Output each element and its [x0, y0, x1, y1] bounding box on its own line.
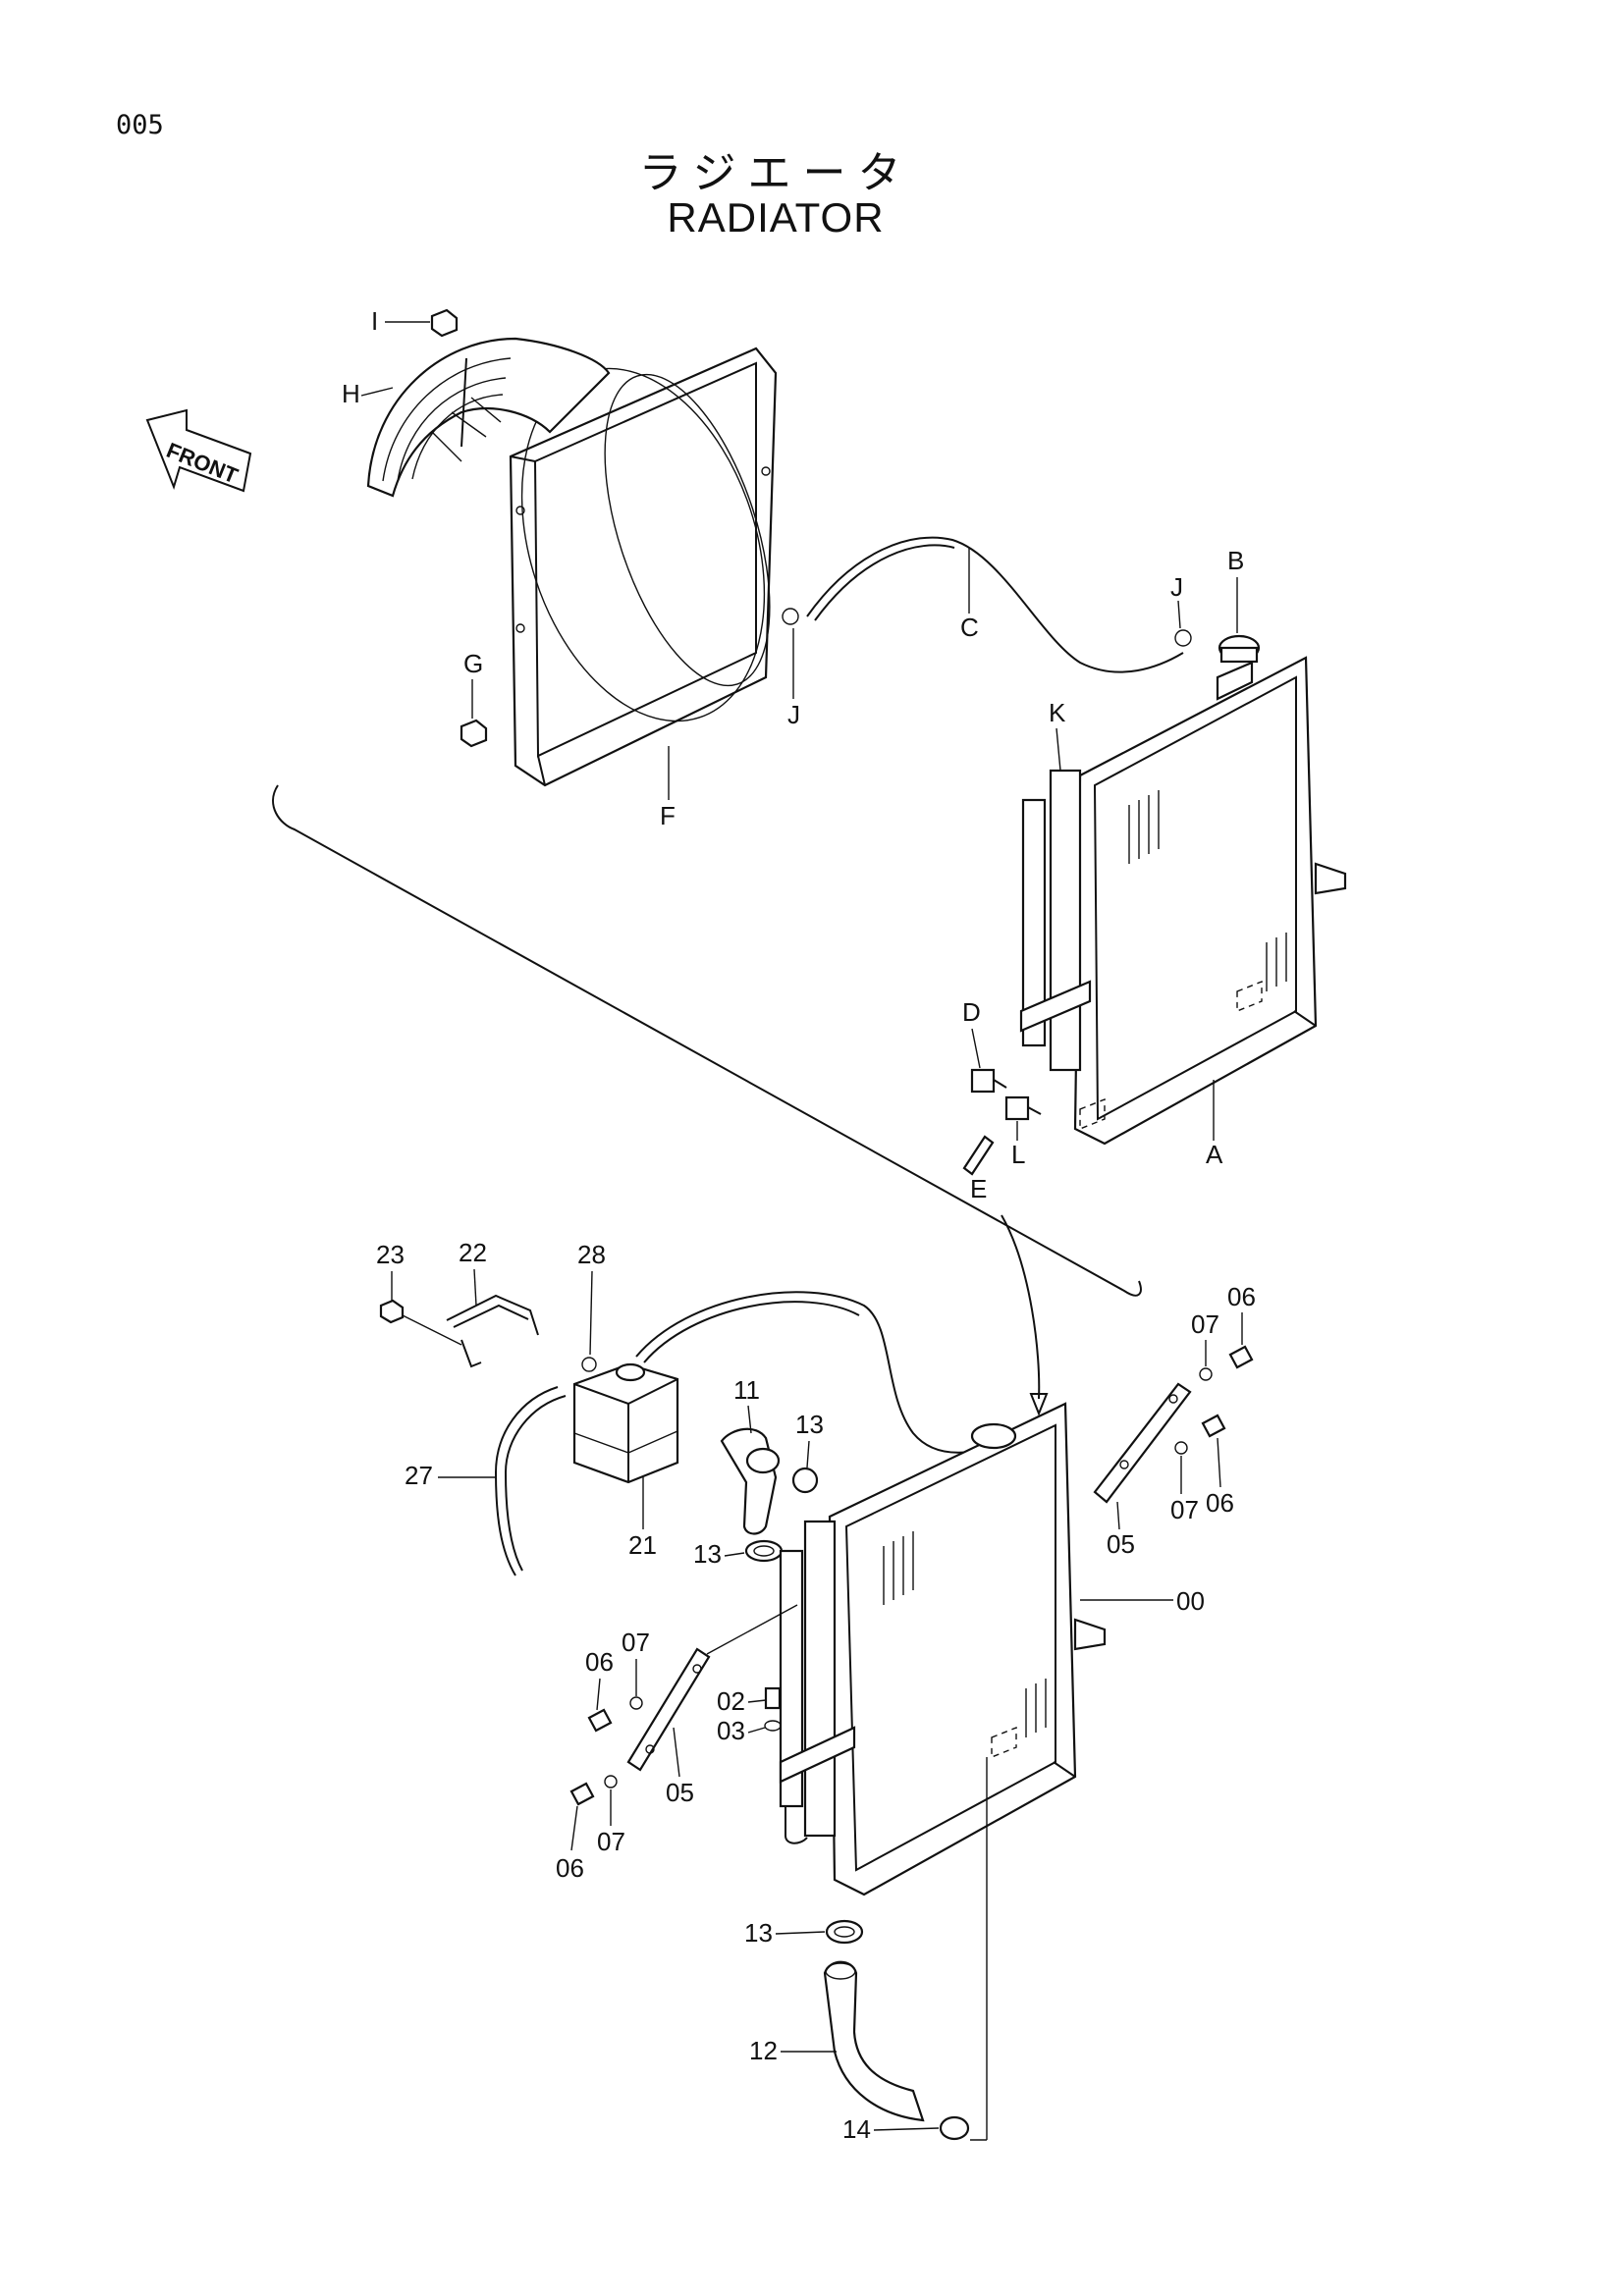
reservoir-hose	[635, 1291, 1002, 1454]
callout-28: 28	[577, 1240, 606, 1269]
bolt-23	[379, 1299, 405, 1324]
callout-06-top: 06	[1227, 1282, 1256, 1311]
front-arrow-icon: FRONT	[145, 408, 252, 493]
clip-28	[581, 1357, 597, 1372]
stay-bracket-05-left	[626, 1647, 711, 1772]
callout-13-c: 13	[744, 1918, 773, 1948]
title-japanese: ラジエータ	[638, 148, 913, 198]
callout-23: 23	[376, 1240, 405, 1269]
bolt-06-a	[1228, 1345, 1254, 1369]
plug-02	[764, 1686, 782, 1710]
callout-J-left: J	[787, 700, 800, 729]
callout-13-b: 13	[693, 1539, 722, 1569]
callout-C: C	[960, 613, 979, 642]
reservoir-bracket	[446, 1294, 539, 1368]
callout-F: F	[660, 801, 676, 830]
washer-07-b	[1174, 1441, 1188, 1455]
callout-G: G	[463, 649, 483, 678]
callout-12: 12	[749, 2036, 778, 2065]
hose-clamp-14	[939, 2115, 970, 2141]
tube-E	[962, 1135, 995, 1176]
callout-07-left: 07	[622, 1628, 650, 1657]
bolt-I	[430, 308, 459, 338]
callout-K: K	[1049, 698, 1066, 727]
stay-bracket-05-right	[1093, 1382, 1192, 1504]
callout-J-right: J	[1170, 572, 1183, 602]
bolt-06-c	[587, 1708, 613, 1733]
bolt-06-b	[1201, 1414, 1226, 1438]
fan-guard	[366, 337, 611, 498]
callout-I: I	[371, 306, 378, 336]
callout-14: 14	[842, 2114, 871, 2144]
callout-13-a: 13	[795, 1410, 824, 1439]
washer-07-d	[604, 1775, 618, 1789]
lower-hose-12	[823, 1960, 925, 2122]
callout-05-right: 05	[1107, 1529, 1135, 1559]
callout-06-bottom: 06	[556, 1853, 584, 1883]
callout-07-bottom: 07	[597, 1827, 625, 1856]
callout-05-left: 05	[666, 1778, 694, 1807]
gasket-03	[764, 1720, 782, 1732]
overflow-hose	[806, 536, 1184, 673]
callout-L: L	[1011, 1140, 1025, 1169]
radiator-core-upper	[1019, 656, 1347, 1146]
reservoir-tank	[572, 1362, 679, 1484]
page-code: 005	[116, 110, 164, 140]
callout-11: 11	[733, 1375, 760, 1405]
clip-J-left	[782, 608, 799, 625]
hose-clamp-13-b	[744, 1539, 784, 1563]
callout-06-mid: 06	[1206, 1488, 1234, 1518]
upper-hose-11	[720, 1427, 781, 1535]
callout-D: D	[962, 997, 981, 1027]
callout-E: E	[970, 1174, 987, 1203]
callout-07-top: 07	[1191, 1309, 1219, 1339]
callout-22: 22	[459, 1238, 487, 1267]
hose-clamp-13-a	[791, 1467, 819, 1494]
clip-J-right	[1174, 629, 1192, 647]
callout-21: 21	[628, 1530, 657, 1560]
washer-07-a	[1199, 1367, 1213, 1381]
radiator-assembly-00	[779, 1402, 1107, 1896]
callout-07-mid: 07	[1170, 1495, 1199, 1524]
callout-02: 02	[717, 1686, 745, 1716]
callout-06-left: 06	[585, 1647, 614, 1677]
callout-H: H	[342, 379, 360, 408]
callout-27: 27	[405, 1461, 433, 1490]
bolt-G	[460, 719, 488, 748]
callout-03: 03	[717, 1716, 745, 1745]
assembly-bracket-line	[272, 784, 1142, 1297]
drain-cock-D	[970, 1068, 1007, 1094]
callout-00: 00	[1176, 1586, 1205, 1616]
callout-B: B	[1227, 546, 1244, 575]
hose-clamp-13-c	[825, 1919, 864, 1945]
overflow-tube-27	[494, 1386, 559, 1576]
title-english: RADIATOR	[667, 194, 885, 240]
washer-07-c	[629, 1696, 643, 1710]
radiator-cap	[1218, 634, 1261, 664]
bolt-06-d	[569, 1782, 595, 1806]
callout-A: A	[1206, 1140, 1223, 1169]
elbow-L	[1004, 1095, 1042, 1121]
